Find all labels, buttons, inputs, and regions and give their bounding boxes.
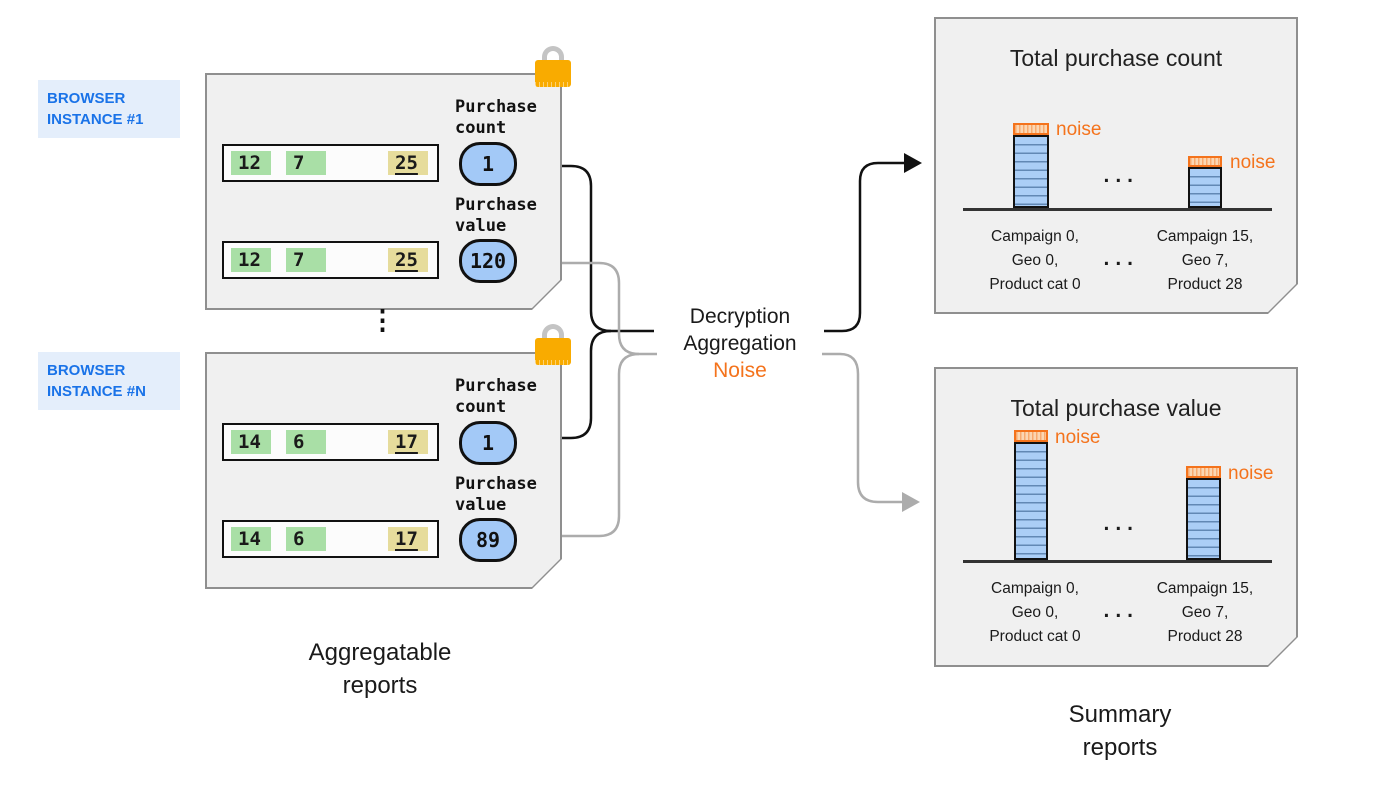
lock-body xyxy=(535,338,571,365)
bucket-key-chip: 12 xyxy=(231,248,271,272)
noise-cap xyxy=(1186,466,1221,478)
bucket-key-chip: 7 xyxy=(286,151,326,175)
count-bar xyxy=(1188,167,1222,208)
browser-instance-n-label: BROWSER INSTANCE #N xyxy=(38,352,180,410)
pipeline-step-aggregation: Aggregation xyxy=(683,332,797,355)
count-bar-1 xyxy=(1013,123,1049,208)
purchase-count-pill: 1 xyxy=(459,421,517,465)
histogram-contribution-row: 14 6 17 xyxy=(222,520,439,558)
value-bar-1 xyxy=(1014,430,1048,560)
value-arrowhead xyxy=(902,492,920,512)
summary-report-value-card: Total purchase value noise ... noise Cam… xyxy=(934,367,1298,667)
value-bar xyxy=(1186,478,1221,560)
value-arrow-line xyxy=(822,352,902,504)
noise-cap xyxy=(1188,156,1222,167)
noise-annotation: noise xyxy=(1228,463,1274,484)
histogram-contribution-row: 14 6 17 xyxy=(222,423,439,461)
summary-card-background xyxy=(934,367,1298,667)
browser-instance-1-label: BROWSER INSTANCE #1 xyxy=(38,80,180,138)
more-buckets-dots: ... xyxy=(1101,249,1137,270)
count-bar xyxy=(1013,135,1049,208)
more-reports-ellipsis: ⋮ xyxy=(369,305,396,336)
aggregatable-report-card-n: 14 6 17 14 6 17 Purchase count 1 Purchas… xyxy=(205,352,562,589)
x-axis xyxy=(963,560,1272,563)
summary-report-count-card: Total purchase count noise ... noise Cam… xyxy=(934,17,1298,314)
bucket-key-chip: 6 xyxy=(286,430,326,454)
noise-annotation: noise xyxy=(1230,152,1276,173)
purchase-value-label: Purchase value xyxy=(455,474,537,515)
purchase-count-label: Purchase count xyxy=(455,376,537,417)
purchase-value-pill: 89 xyxy=(459,518,517,562)
summary-count-title: Total purchase count xyxy=(1009,45,1223,71)
bucket-key-chip-highlight: 17 xyxy=(388,430,428,454)
pipeline-step-decryption: Decryption xyxy=(689,305,791,328)
histogram-contribution-row: 12 7 25 xyxy=(222,241,439,279)
summary-reports-label: Summary reports xyxy=(1068,701,1172,761)
lock-body xyxy=(535,60,571,87)
noise-annotation: noise xyxy=(1055,427,1101,448)
bucket-key-chip: 6 xyxy=(286,527,326,551)
bucket-label-1: Campaign 0, Geo 0, Product cat 0 xyxy=(989,580,1081,645)
aggregatable-report-card-1: 12 7 25 12 7 25 Purchase count 1 Purchas… xyxy=(205,73,562,310)
bucket-key-chip-highlight: 25 xyxy=(388,248,428,272)
bucket-key-chip-highlight: 25 xyxy=(388,151,428,175)
bucket-key-chip: 7 xyxy=(286,248,326,272)
purchase-value-pill: 120 xyxy=(459,239,517,283)
lock-shackle xyxy=(542,46,564,61)
more-bars-dots: ... xyxy=(1101,514,1137,535)
aggregatable-reports-label: Aggregatable reports xyxy=(308,639,452,699)
lock-icon xyxy=(534,46,572,87)
purchase-count-label: Purchase count xyxy=(455,97,537,138)
pipeline-step-noise: Noise xyxy=(713,359,767,382)
bucket-key-chip: 14 xyxy=(231,527,271,551)
bucket-key-chip-highlight: 17 xyxy=(388,527,428,551)
bucket-key-chip: 12 xyxy=(231,151,271,175)
count-bar-2 xyxy=(1188,156,1222,208)
value-bar xyxy=(1014,442,1048,560)
bucket-label-1: Campaign 0, Geo 0, Product cat 0 xyxy=(989,228,1081,293)
bucket-label-2: Campaign 15, Geo 7, Product 28 xyxy=(1156,580,1254,645)
lock-icon xyxy=(534,324,572,365)
value-bar-2 xyxy=(1186,466,1221,560)
purchase-value-label: Purchase value xyxy=(455,195,537,236)
bucket-key-chip: 14 xyxy=(231,430,271,454)
noise-cap xyxy=(1013,123,1049,135)
purchase-count-pill: 1 xyxy=(459,142,517,186)
summary-card-background xyxy=(934,17,1298,314)
noise-cap xyxy=(1014,430,1048,442)
x-axis xyxy=(963,208,1272,211)
lock-shackle xyxy=(542,324,564,339)
summary-value-title: Total purchase value xyxy=(1010,395,1222,421)
more-bars-dots: ... xyxy=(1101,166,1137,187)
count-arrow-line xyxy=(824,161,904,333)
histogram-contribution-row: 12 7 25 xyxy=(222,144,439,182)
aggregation-pipeline-label: Decryption Aggregation Noise xyxy=(648,303,832,384)
noise-annotation: noise xyxy=(1056,119,1102,140)
count-arrowhead xyxy=(904,153,922,173)
more-buckets-dots: ... xyxy=(1101,601,1137,622)
bucket-label-2: Campaign 15, Geo 7, Product 28 xyxy=(1156,228,1254,293)
